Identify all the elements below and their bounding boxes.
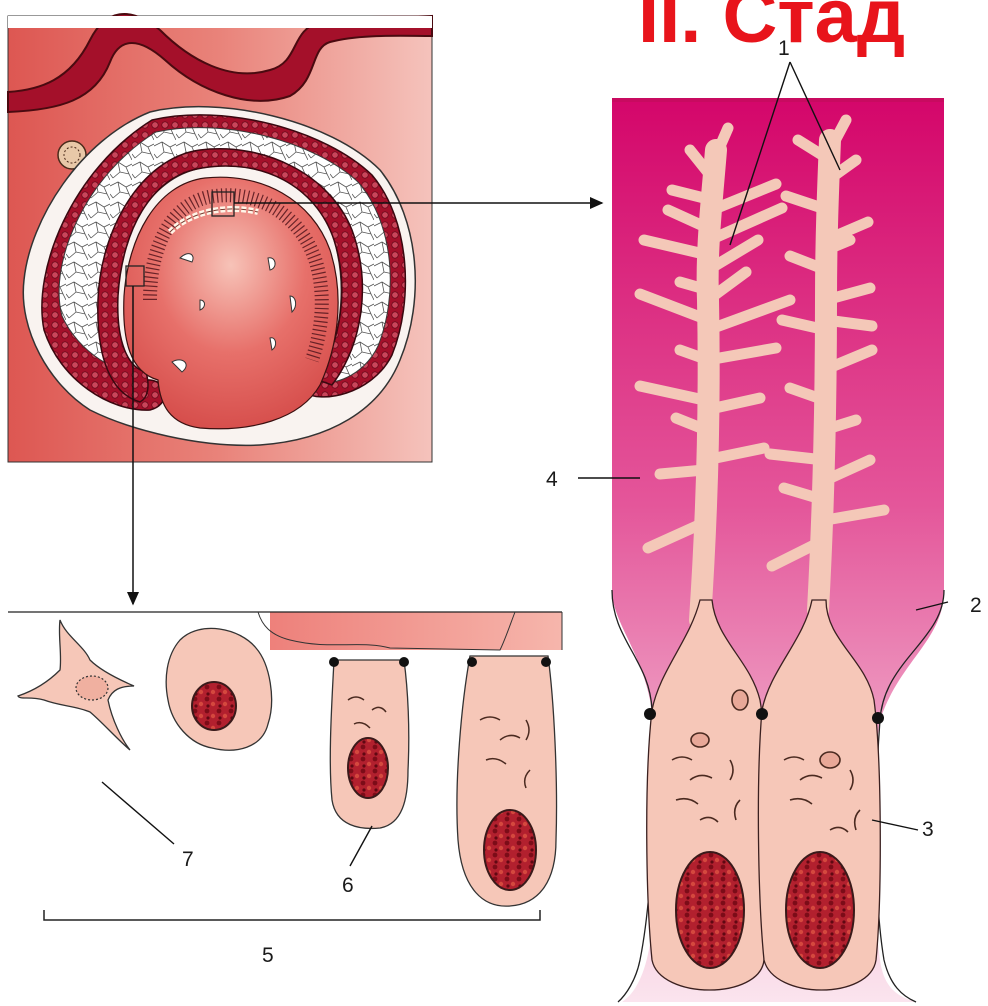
label-7: 7 <box>182 848 194 871</box>
label-5: 5 <box>262 944 274 967</box>
nucleus-left <box>676 852 744 968</box>
label-6: 6 <box>342 874 354 897</box>
odontoblast-detail-panel <box>612 98 944 1002</box>
label-2: 2 <box>970 594 982 617</box>
brace-5 <box>44 910 540 920</box>
nucleus-right <box>786 852 854 968</box>
tooth-germ-panel <box>8 14 432 462</box>
label-1: 1 <box>778 37 790 60</box>
differentiation-panel <box>8 612 562 920</box>
label-3: 3 <box>922 818 934 841</box>
label-4: 4 <box>546 468 558 491</box>
slide-title: II. Стад <box>638 0 905 59</box>
